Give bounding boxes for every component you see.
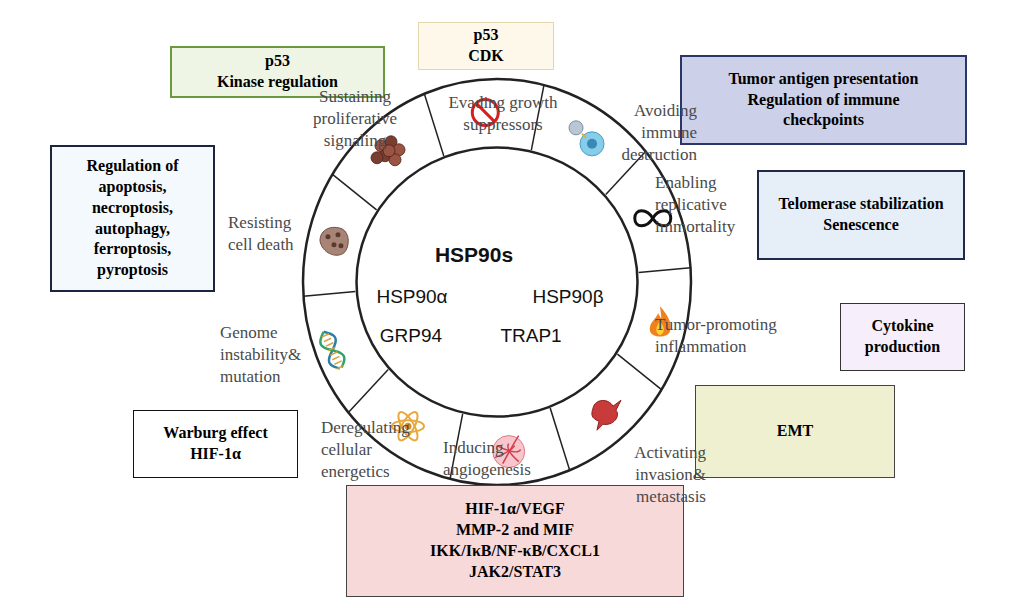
hallmark-label: Evading growth suppressors [438, 92, 568, 136]
icon-part [587, 139, 597, 149]
icon-part [592, 400, 621, 430]
core-ellipse-outline [357, 148, 638, 417]
icon-part [337, 365, 344, 368]
ring-divider [332, 174, 376, 210]
icon-part [338, 243, 343, 248]
box-text: p53 [474, 25, 499, 46]
box-text: JAK2/STAT3 [469, 562, 561, 583]
core-outline [355, 146, 639, 418]
hallmark-label: Inducing angiogenesis [443, 437, 553, 481]
icon-part [322, 334, 329, 337]
ring-divider [550, 408, 569, 470]
hallmark-box: HIF-1α/VEGFMMP-2 and MIFIKK/IκB/NF-κB/CX… [346, 485, 684, 597]
hallmark-box: Warburg effectHIF-1α [133, 410, 298, 478]
icon-part [325, 234, 330, 239]
hallmark-label: Sustaining proliferative signaling [303, 86, 407, 152]
outer-ring [303, 79, 691, 485]
hallmark-label: Deregulating cellular energetics [321, 417, 427, 483]
icon-part [335, 232, 340, 237]
icon-part [331, 242, 336, 247]
box-text: Warburg effect [163, 423, 267, 444]
box-text: Cytokine production [853, 316, 953, 358]
icon-part [317, 328, 348, 371]
box-text: Regulation of apoptosis, necroptosis, au… [74, 156, 192, 281]
hallmark-box: Regulation of apoptosis, necroptosis, au… [50, 145, 215, 292]
ring-divider [348, 369, 388, 412]
box-text: HIF-1α [190, 444, 241, 465]
icon-part [320, 227, 348, 255]
box-text: HIF-1α/VEGF [465, 499, 565, 520]
isoform-name: GRP94 [380, 324, 442, 349]
isoform-name: HSP90β [532, 285, 603, 310]
ring-divider [303, 291, 355, 296]
hallmark-icon [592, 400, 621, 430]
icon-part [582, 134, 586, 138]
ring-divider [617, 354, 661, 390]
hallmark-box: p53CDK [418, 22, 554, 70]
hallmark-icons [317, 99, 671, 467]
hallmark-icon [320, 227, 348, 255]
hallmark-label: Tumor-promoting inflammation [655, 314, 795, 358]
icon-part [580, 132, 604, 156]
isoform-name: HSP90α [376, 285, 447, 310]
box-text: p53 [265, 51, 290, 72]
icon-part [330, 352, 337, 355]
icon-part [332, 356, 339, 359]
box-text: Regulation of immune checkpoints [706, 90, 941, 132]
hallmark-label: Enabling replicative immortality [655, 172, 755, 238]
hallmark-label: Genome instability& mutation [220, 322, 320, 388]
isoform-name: TRAP1 [500, 324, 561, 349]
hallmark-label: Resisting cell death [228, 212, 310, 256]
core-ellipse: HSP90sHSP90α HSP90βGRP94 TRAP1 [355, 146, 639, 418]
icon-part [371, 152, 383, 164]
icon-part [324, 338, 331, 341]
icon-part [334, 361, 341, 364]
box-text: MMP-2 and MIF [456, 520, 574, 541]
hallmark-box: EMT [695, 385, 895, 478]
hallmark-label: Avoiding immune destruction [583, 100, 697, 166]
hallmark-box: Telomerase stabilizationSenescence [757, 170, 965, 260]
icon-part [326, 343, 333, 346]
hallmark-label: Activating invasion& metastasis [596, 442, 706, 508]
hallmark-icon [569, 121, 604, 156]
icon-part [317, 328, 348, 371]
hallmark-box: Tumor antigen presentationRegulation of … [680, 55, 967, 145]
hallmark-icon [317, 328, 348, 371]
ring-divider [424, 94, 443, 156]
family-name: HSP90s [435, 241, 513, 268]
box-text: CDK [468, 46, 504, 67]
icon-part [328, 347, 335, 350]
box-text: Senescence [823, 215, 899, 236]
ring-divider [639, 268, 691, 273]
hallmark-box: Cytokine production [840, 303, 965, 371]
box-text: EMT [777, 421, 813, 442]
box-text: Telomerase stabilization [778, 194, 943, 215]
icon-part [569, 121, 583, 135]
box-text: Tumor antigen presentation [729, 69, 919, 90]
box-text: IKK/IκB/NF-κB/CXCL1 [430, 541, 600, 562]
